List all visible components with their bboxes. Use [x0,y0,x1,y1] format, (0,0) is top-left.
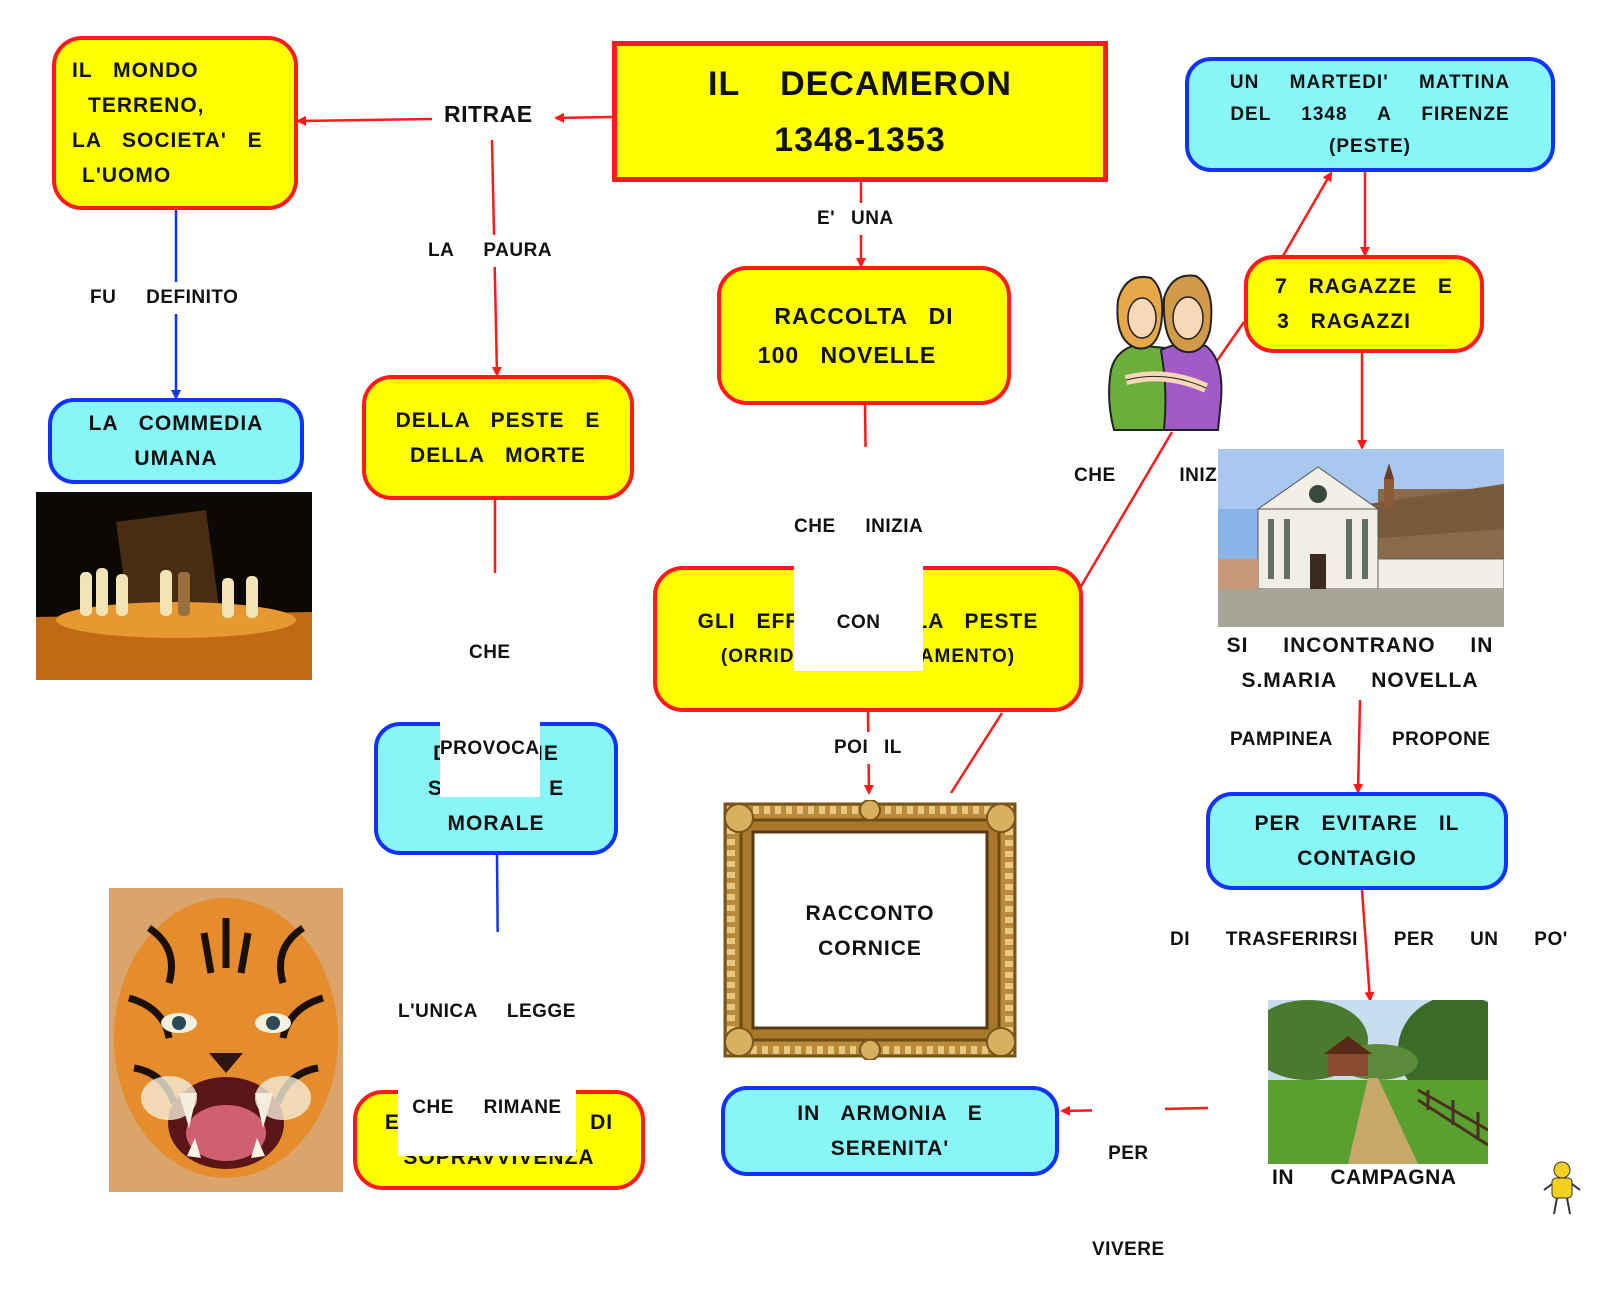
title-text: IL DECAMERON [708,64,1012,103]
golden-frame-image [723,800,1017,1060]
label-che-inizia-con: CHE INIZIA CON [794,447,924,671]
label-ritrae: RITRAE [444,98,533,130]
node-mondo-terreno: IL MONDO TERRENO, LA SOCIETA' E L'UOMO [52,36,298,210]
label-poi-il: POI IL [834,732,902,764]
label-trasferirsi: DI TRASFERIRSI PER UN PO' [1170,929,1568,950]
countryside-image [1268,1000,1488,1164]
node-armonia: IN ARMONIA E SERENITA' [721,1086,1059,1176]
santa-maria-novella-image [1218,449,1504,627]
title-years: 1348-1353 [774,120,946,159]
label-che-provoca: CHE PROVOCA [440,573,540,797]
node-peste-morte: DELLA PESTE E DELLA MORTE [362,375,634,500]
node-racconto-cornice: RACCONTO CORNICE [805,902,935,960]
node-incontrano: SI INCONTRANO IN S.MARIA NOVELLA [1226,634,1494,692]
node-raccolta: RACCOLTA DI 100 NOVELLE [717,266,1011,405]
label-e-una: E' UNA [817,203,894,235]
label-fu-definito: FU DEFINITO [90,282,239,314]
node-evitare-contagio: PER EVITARE IL CONTAGIO [1206,792,1508,890]
label-unica-legge: L'UNICA LEGGE CHE RIMANE [398,932,576,1156]
node-commedia-umana: LA COMMEDIA UMANA [48,398,304,484]
node-in-campagna: IN CAMPAGNA [1272,1166,1457,1189]
title-box: IL DECAMERON 1348-1353 [612,41,1108,182]
label-che-inizia: CHE INIZIA [1074,465,1238,486]
label-per-vivere: PER VIVERE [1092,1074,1165,1298]
node-martedi: UN MARTEDI' MATTINA DEL 1348 A FIRENZE (… [1185,57,1555,172]
label-la-paura: LA PAURA [428,235,553,267]
two-girls-image [1108,274,1223,431]
label-pampinea-propone: PAMPINEA PROPONE [1230,729,1491,750]
mascot-image [1543,1161,1581,1215]
node-ragazze: 7 RAGAZZE E 3 RAGAZZI [1244,255,1484,353]
theatre-stage-image [36,492,312,680]
tiger-image [109,888,343,1192]
